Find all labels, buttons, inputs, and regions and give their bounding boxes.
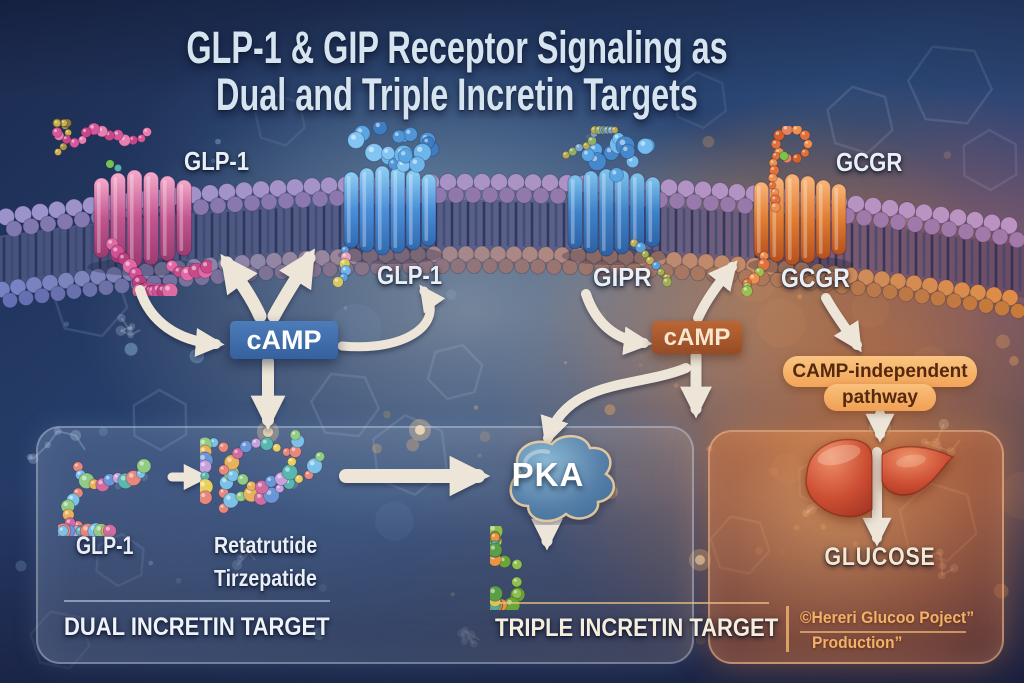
dual-caption-divider [64,600,330,602]
triple-agonist-molecule [490,526,526,610]
pka-label: PKA [511,456,585,493]
triple-caption-divider [497,602,769,604]
pka-enzyme-blob [509,435,616,523]
credit-vertical-divider [786,606,789,652]
camp-box-right: cAMP [652,321,742,354]
gipr-receptor-label: GIPR [593,262,652,292]
page-title: GLP-1 & GIP Receptor Signaling as Dual a… [0,24,969,118]
credit-line-1: ©Hereri Glucoo Poject” [800,608,975,627]
gcgr-receptor-graphic [742,126,854,296]
title-line-2: Dual and Triple Incretin Targets [216,69,698,120]
gcgr-receptor-label-bottom: GCGR [781,263,850,293]
gcgr-receptor-label-top: GCGR [836,147,903,177]
glp1-receptor-pink-graphic [52,118,212,296]
drug-label-tirzepatide: Tirzepatide [214,565,317,591]
badge-line-2: pathway [824,384,936,411]
badge-line-1: CAMP-independent [783,356,977,387]
camp-independent-badge: CAMP-independent pathway [783,356,977,411]
dual-ligand-label: GLP-1 [76,532,134,560]
glucose-label: GLUCOSE [824,543,936,571]
liver-icon [805,438,955,518]
glp1-right-receptor-label: GLP-1 [377,260,443,290]
dual-incretin-caption: DUAL INCRETIN TARGET [64,613,330,641]
camp-box-left: cAMP [230,321,338,359]
drug-label-retatrutide: Retatrutide [214,532,318,558]
gipr-receptor-graphic [561,125,672,287]
triple-incretin-caption: TRIPLE INCRETIN TARGET [495,614,779,642]
glp1-peptide-molecule [58,458,152,536]
glp1-left-receptor-label: GLP-1 [184,146,250,176]
glp1-receptor-blue-graphic [333,122,444,287]
credit-line-2: Production” [812,633,903,652]
retatrutide-tirzepatide-molecule [200,430,326,514]
credit-rule [800,631,966,633]
title-line-1: GLP-1 & GIP Receptor Signaling as [186,22,728,73]
